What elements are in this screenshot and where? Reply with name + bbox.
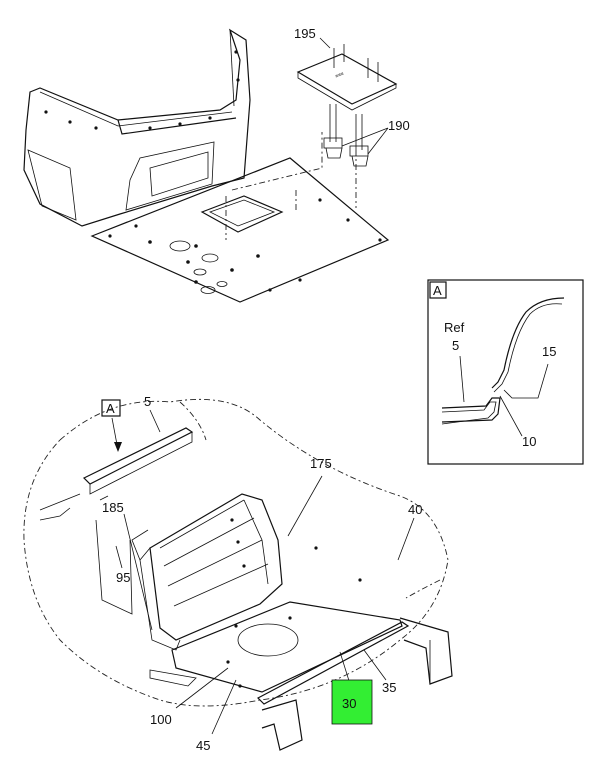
callout-45: 45	[196, 738, 210, 753]
detail-tag: A	[433, 283, 442, 298]
callout-labels: 195 190 5 175 40 185 95 100 45 30 35	[102, 26, 422, 753]
callout-185: 185	[102, 500, 124, 515]
svg-text:≡≡≡: ≡≡≡	[335, 71, 345, 80]
detail-callout-15: 15	[542, 344, 556, 359]
detail-callout-10: 10	[522, 434, 536, 449]
left-wall	[39, 493, 133, 615]
callout-35: 35	[382, 680, 396, 695]
bottom-assembly: A	[23, 398, 453, 751]
engine-cover	[131, 493, 283, 651]
detail-ref-number: 5	[452, 338, 459, 353]
floor-plate	[90, 157, 390, 303]
cover-plate: ≡≡≡	[296, 44, 398, 111]
callout-195: 195	[294, 26, 316, 41]
detail-a-view: A Ref 5 15 10	[427, 279, 584, 465]
callout-40: 40	[408, 502, 422, 517]
floor-panel	[149, 546, 410, 705]
view-tag: A	[106, 401, 115, 416]
callout-30[interactable]: 30	[342, 696, 356, 711]
highlight-box	[331, 679, 373, 725]
top-rail	[82, 427, 194, 495]
frame-rails	[261, 617, 453, 751]
mount-brackets	[323, 104, 369, 167]
callout-175: 175	[310, 456, 332, 471]
callout-190: 190	[388, 118, 410, 133]
callout-100: 100	[150, 712, 172, 727]
callout-95: 95	[116, 570, 130, 585]
callout-5: 5	[144, 394, 151, 409]
cab-wall-panel	[23, 28, 251, 227]
top-assembly: ≡≡≡	[23, 28, 398, 303]
detail-ref-label: Ref	[444, 320, 465, 335]
